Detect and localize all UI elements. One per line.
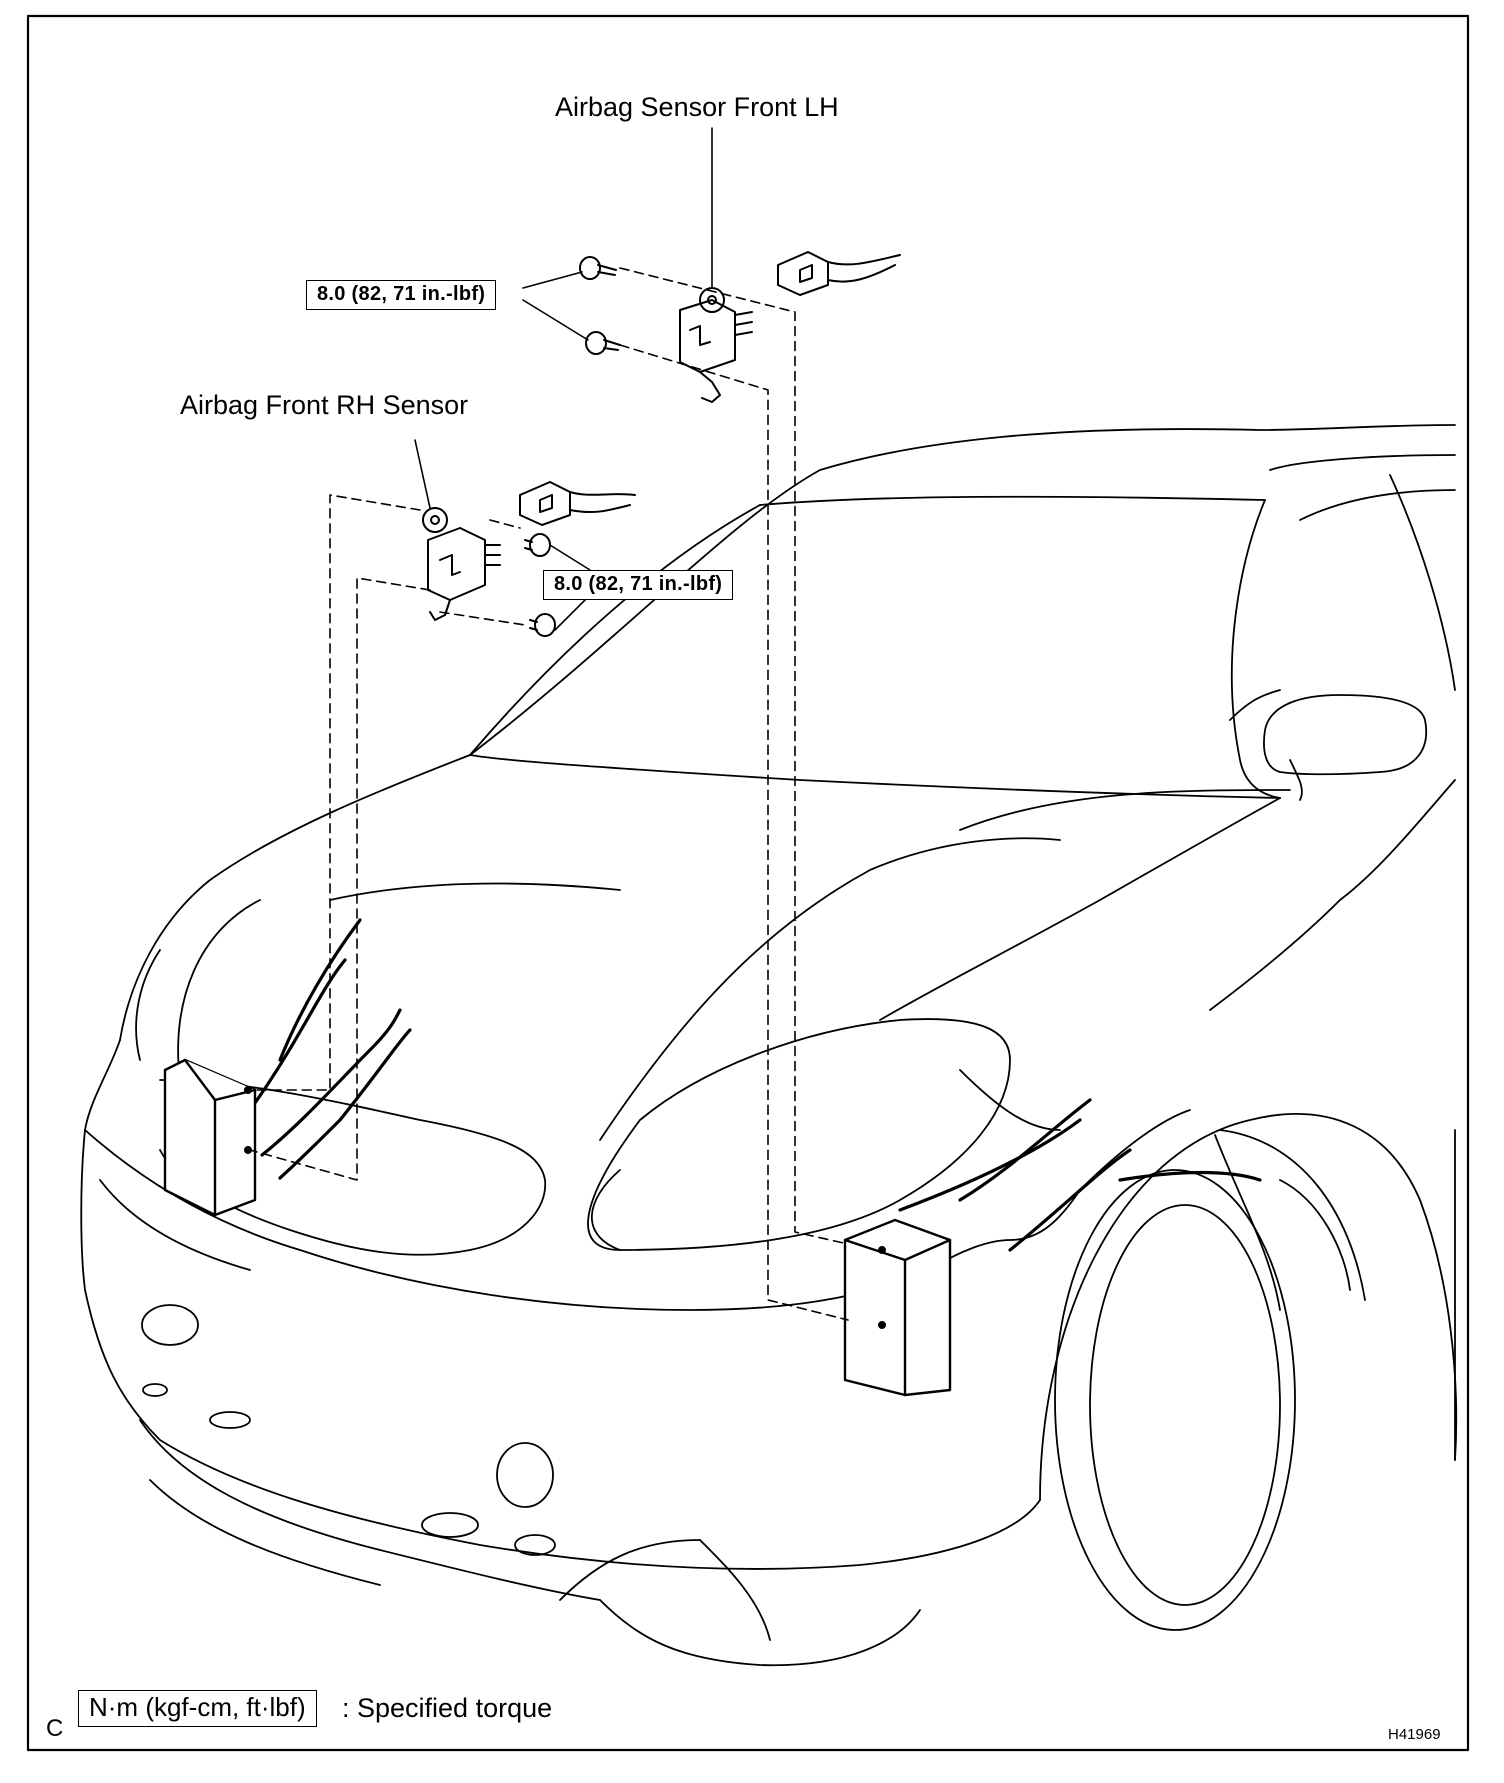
connector-rh (519, 481, 636, 526)
alignment-lines (249, 267, 849, 1321)
airbag-front-rh-sensor (422, 507, 501, 621)
torque-spec-lh: 8.0 (82, 71 in.-lbf) (306, 280, 497, 310)
mounting-block-rh (163, 1058, 257, 1217)
leader-lines (414, 127, 713, 631)
legend-meaning: : Specified torque (342, 1693, 553, 1723)
label-airbag-sensor-front-lh: Airbag Sensor Front LH (555, 92, 839, 122)
mount-holes (244, 1086, 886, 1329)
legend-unit-box: N·m (kgf-cm, ft·lbf) (78, 1690, 317, 1727)
corner-mark: C (46, 1715, 64, 1742)
car-body (80, 424, 1458, 1667)
figure-id: H41969 (1388, 1726, 1441, 1743)
airbag-sensor-front-lh (679, 287, 753, 403)
torque-spec-rh: 8.0 (82, 71 in.-lbf) (543, 570, 734, 600)
bolts-lh (579, 256, 621, 355)
panel-lines (248, 918, 1262, 1252)
label-airbag-front-rh-sensor: Airbag Front RH Sensor (180, 390, 469, 420)
connector-lh (777, 251, 901, 296)
figure-frame (26, 14, 1470, 1752)
mounting-block-lh (843, 1218, 952, 1397)
